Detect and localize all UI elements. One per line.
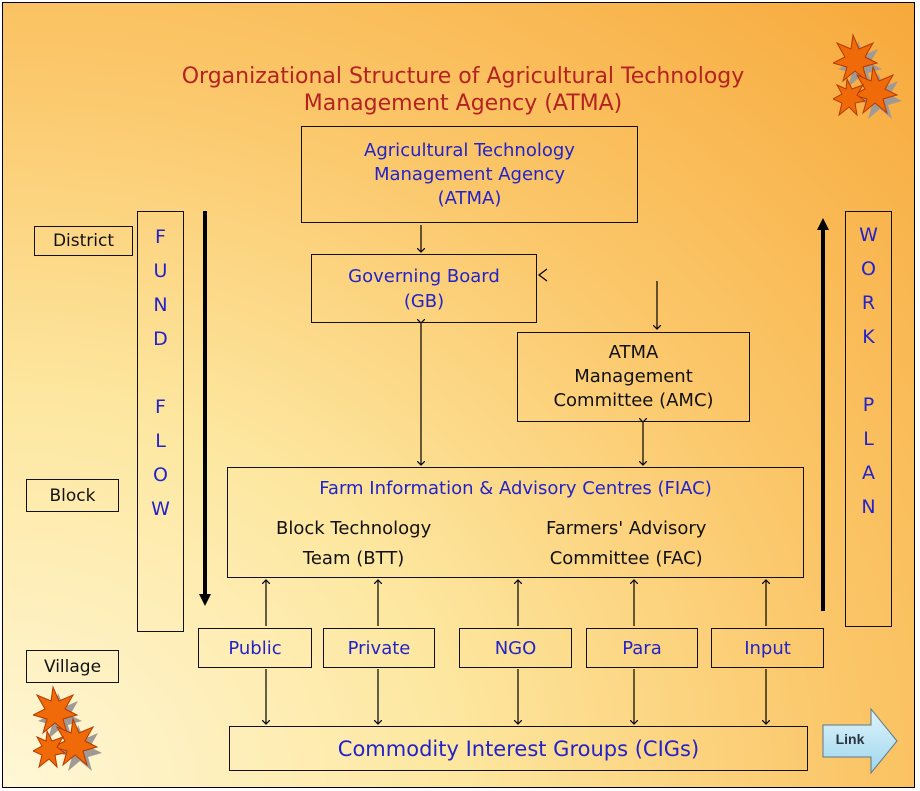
district-label: District [34, 226, 133, 256]
fund-letter: F [155, 396, 166, 418]
partner-public: Public [198, 628, 312, 668]
gb-line-2: (GB) [403, 290, 445, 312]
flower-icon [33, 685, 102, 771]
fund-flow-column: F U N D F L O W [137, 211, 184, 632]
work-plan-letters: W O R K P L A N [846, 218, 891, 626]
work-letter: O [861, 258, 876, 280]
title-line-1: Organizational Structure of Agricultural… [181, 64, 745, 89]
amc-line-3: Committee (AMC) [553, 390, 714, 411]
fund-letter: W [151, 498, 170, 520]
page-title: Organizational Structure of Agricultural… [123, 63, 803, 117]
work-letter: N [861, 496, 876, 518]
fac-label: Farmers' Advisory Committee (FAC) [546, 514, 706, 574]
link-button[interactable]: Link [821, 707, 899, 775]
governing-board-box: Governing Board (GB) [311, 254, 537, 323]
atma-line-3: (ATMA) [437, 187, 502, 209]
link-label: Link [835, 731, 865, 747]
fund-letter: F [155, 226, 166, 248]
fund-letter: U [153, 260, 168, 282]
title-line-2: Management Agency (ATMA) [303, 91, 623, 116]
amc-line-2: Management [574, 366, 693, 387]
atma-box: Agricultural Technology Management Agenc… [301, 126, 638, 223]
partner-input: Input [711, 628, 824, 668]
village-label: Village [26, 650, 119, 683]
fac-line-2: Committee (FAC) [549, 548, 703, 569]
work-letter: P [862, 394, 875, 416]
atma-line-2: Management Agency [373, 163, 566, 185]
cig-box: Commodity Interest Groups (CIGs) [229, 726, 808, 771]
work-letter: R [861, 292, 876, 314]
block-label: Block [26, 479, 119, 512]
work-letter: L [863, 428, 874, 450]
fund-letter: O [153, 464, 168, 486]
btt-line-1: Block Technology [276, 518, 432, 539]
atma-line-1: Agricultural Technology [364, 139, 575, 161]
amc-line-1: ATMA [608, 342, 659, 363]
work-letter: K [862, 326, 875, 348]
btt-line-2: Team (BTT) [302, 548, 405, 569]
fund-letter: N [153, 294, 168, 316]
fund-letter: L [155, 430, 166, 452]
partner-para: Para [586, 628, 698, 668]
work-letter: W [859, 224, 878, 246]
fac-line-1: Farmers' Advisory [546, 518, 707, 539]
amc-box: ATMA Management Committee (AMC) [517, 332, 750, 422]
arrow-into-gb [538, 268, 548, 282]
work-plan-column: W O R K P L A N [845, 211, 892, 627]
flower-icon [833, 33, 902, 119]
fund-flow-letters: F U N D F L O W [138, 220, 183, 628]
connector-lines [199, 211, 829, 788]
partner-private: Private [323, 628, 435, 668]
work-letter: A [862, 462, 875, 484]
link-arrow-icon [822, 707, 898, 775]
btt-label: Block Technology Team (BTT) [276, 514, 431, 574]
fiac-title: Farm Information & Advisory Centres (FIA… [319, 478, 712, 499]
fiac-box: Farm Information & Advisory Centres (FIA… [227, 467, 804, 578]
partner-ngo: NGO [459, 628, 572, 668]
fund-letter: D [153, 328, 168, 350]
gb-line-1: Governing Board [348, 265, 500, 287]
